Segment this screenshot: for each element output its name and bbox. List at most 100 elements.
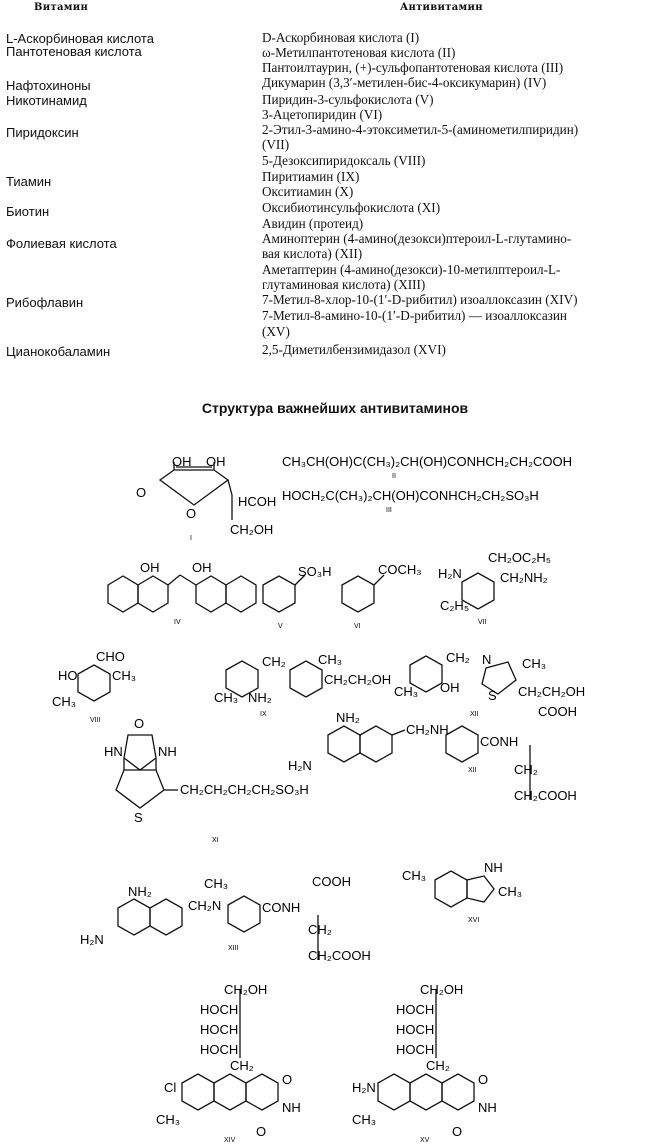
atom: CH₂OH <box>420 982 463 997</box>
ring-VI <box>341 575 375 613</box>
atom: CH₃ <box>156 1112 180 1127</box>
atom: CH₂ <box>446 650 470 665</box>
ring-I <box>158 469 230 506</box>
antivitamin-line-20: (XV) <box>262 324 290 339</box>
ring-XVb <box>409 1073 443 1111</box>
ring-XIIIb <box>149 898 183 936</box>
ring-XIIa <box>327 725 361 763</box>
ring-XII-benz <box>445 725 479 763</box>
atom: H₂N <box>352 1080 376 1095</box>
atom: CH₃ <box>498 884 522 899</box>
atom: CH₂NH₂ <box>500 570 548 585</box>
formula-III: HOCH₂C(CH₃)₂CH(OH)CONHCH₂CH₂SO₃H <box>282 488 539 503</box>
vitamin-4: Никотинамид <box>6 93 87 108</box>
ring-V <box>262 575 296 613</box>
ring-XIVc <box>245 1073 279 1111</box>
atom: H₂N <box>80 932 104 947</box>
label-V: V <box>278 623 283 630</box>
antivitamin-line-17: глутаминовая кислота) (XIII) <box>262 277 426 292</box>
atom: COOH <box>312 874 351 889</box>
atom: O <box>256 1124 266 1139</box>
ring-IVc <box>195 575 227 613</box>
header-vitamin: Витамин <box>34 2 89 13</box>
antivitamin-line-18: 7-Метил-8-хлор-10-(1′-D-рибитил) изоалло… <box>262 292 578 307</box>
label-IX: IX <box>260 711 267 718</box>
ring-XIVb <box>213 1073 247 1111</box>
atom: HOCH <box>396 1022 434 1037</box>
atom: HOCH <box>396 1002 434 1017</box>
atom: COOH <box>538 704 577 719</box>
ring-IX-pyr <box>225 660 259 698</box>
atom: NH₂ <box>336 710 360 725</box>
atom: O <box>136 485 146 500</box>
atom: Cl <box>164 1080 176 1095</box>
antivitamin-line-2: ω-Метилпантотеновая кислота (II) <box>262 45 456 60</box>
atom: CH₂OH <box>224 982 267 997</box>
formula-II: CH₃CH(OH)C(CH₃)₂CH(OH)CONHCH₂CH₂COOH <box>282 454 572 469</box>
antivitamin-line-11: Окситиамин (X) <box>262 184 354 199</box>
ring-XI-urea <box>123 734 157 771</box>
vitamin-8: Фолиевая кислота <box>6 236 117 251</box>
atom: CH₂ <box>262 654 286 669</box>
antivitamin-line-16: Аметаптерин (4-амино(дезокси)-10-метилпт… <box>262 262 561 277</box>
ring-VII <box>461 572 495 610</box>
header-antivitamin: Антивитамин <box>400 2 483 13</box>
ring-X-pyr <box>409 655 443 693</box>
atom: OH <box>440 680 460 695</box>
label-VII: VII <box>478 619 487 626</box>
atom: CHO <box>96 649 125 664</box>
atom: CH₂ <box>426 1058 450 1073</box>
atom: CH₃ <box>52 694 76 709</box>
vitamin-9: Рибофлавин <box>6 295 84 310</box>
antivitamin-line-19: 7-Метил-8-амино-10-(1′-D-рибитил) — изоа… <box>262 308 567 323</box>
formula-XIII-chain: CH₂N <box>188 898 221 913</box>
vitamin-3: Нафтохиноны <box>6 78 91 93</box>
ring-X-thiazole <box>481 661 517 695</box>
atom: OH <box>206 454 226 469</box>
label-XI: XI <box>212 837 219 844</box>
ring-VIII <box>77 664 111 702</box>
vitamin-10: Цианокобаламин <box>6 344 111 359</box>
antivitamin-line-10: Пиритиамин (IX) <box>262 169 360 184</box>
label-X: XII <box>470 711 479 718</box>
atom: NH <box>282 1100 301 1115</box>
label-IV: IV <box>174 619 181 626</box>
ring-XIIb <box>359 725 393 763</box>
atom: HN <box>104 744 123 759</box>
atom: CH₃ <box>522 656 546 671</box>
atom: CH₂CH₂OH <box>518 684 585 699</box>
atom: HOCH <box>200 1042 238 1057</box>
atom: CH₃ <box>112 668 136 683</box>
atom: CH₂OH <box>230 522 273 537</box>
atom: CH₂ <box>514 762 538 777</box>
antivitamin-line-8: (VII) <box>262 137 290 152</box>
atom: H₂N <box>288 758 312 773</box>
label-XIII: XIII <box>228 945 239 952</box>
atom: S <box>488 688 497 703</box>
atom: NH <box>478 1100 497 1115</box>
atom: CONH <box>480 734 518 749</box>
atom: CH₂CH₂OH <box>324 672 391 687</box>
label-I: I <box>190 535 192 542</box>
atom: CH₃ <box>204 876 228 891</box>
formula-XI-chain: CH₂CH₂CH₂CH₂SO₃H <box>180 782 309 797</box>
atom: O <box>478 1072 488 1087</box>
atom: CH₂COOH <box>308 948 371 963</box>
atom: H₂N <box>438 566 462 581</box>
ring-XIIIa <box>117 898 151 936</box>
atom: COCH₃ <box>378 562 422 577</box>
label-XII: XII <box>468 767 477 774</box>
ring-XVI-benz <box>434 870 468 908</box>
label-XIV: XIV <box>224 1137 236 1144</box>
atom: OH <box>172 454 192 469</box>
antivitamin-line-5: Пиридин-3-сульфокислота (V) <box>262 92 434 107</box>
ring-XIII-benz <box>227 895 261 933</box>
atom: CH₂ <box>308 922 332 937</box>
ring-IX-pyridinium <box>289 660 323 698</box>
label-XV: XV <box>420 1137 430 1144</box>
ring-XVc <box>441 1073 475 1111</box>
ring-XI-thio <box>115 769 165 809</box>
section-title: Структура важнейших антивитаминов <box>201 400 469 416</box>
ring-XVa <box>377 1073 411 1111</box>
vitamin-5: Пиридоксин <box>6 125 79 140</box>
